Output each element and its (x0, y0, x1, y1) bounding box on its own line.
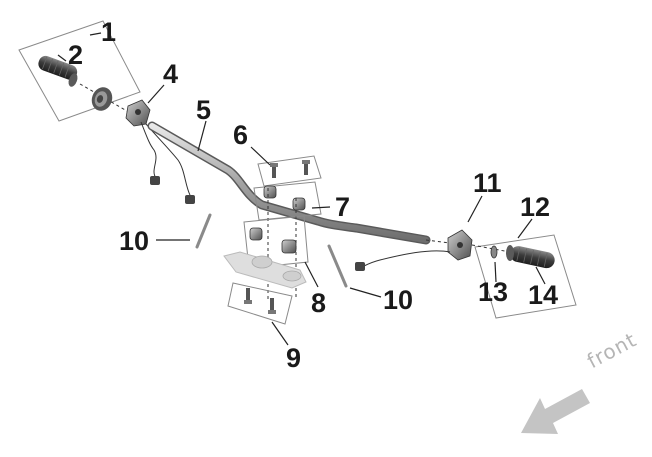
lower-clamps-box (243, 215, 309, 269)
callout-6: 6 (233, 120, 249, 150)
callout-4: 4 (163, 59, 179, 89)
left-grip-box (18, 20, 141, 122)
callout-1: 1 (101, 17, 117, 47)
callout-14: 14 (528, 280, 559, 310)
callout-12: 12 (520, 192, 551, 222)
right-switch (355, 229, 473, 271)
callout-10-right: 10 (383, 285, 414, 315)
right-assembly-axis (471, 244, 511, 253)
riser-base (223, 251, 307, 289)
right-grip-box (474, 234, 577, 319)
lower-bolts-box (227, 282, 293, 325)
rod-right (327, 244, 348, 288)
callout-9: 9 (286, 343, 302, 373)
callout-11: 11 (473, 168, 502, 198)
upper-screws-box (257, 155, 322, 187)
washer (490, 245, 498, 259)
rod-left (195, 213, 212, 249)
callout-13: 13 (478, 277, 509, 307)
left-switch (125, 99, 195, 204)
front-arrow (521, 389, 590, 434)
callout-7: 7 (335, 192, 351, 222)
right-grip (506, 245, 555, 269)
callout-10-left: 10 (119, 226, 150, 256)
callout-2: 2 (68, 40, 84, 70)
leader-lines (57, 32, 546, 346)
callout-5: 5 (196, 95, 212, 125)
left-grip (38, 55, 78, 87)
callout-8: 8 (311, 288, 327, 318)
left-ring (91, 87, 113, 111)
